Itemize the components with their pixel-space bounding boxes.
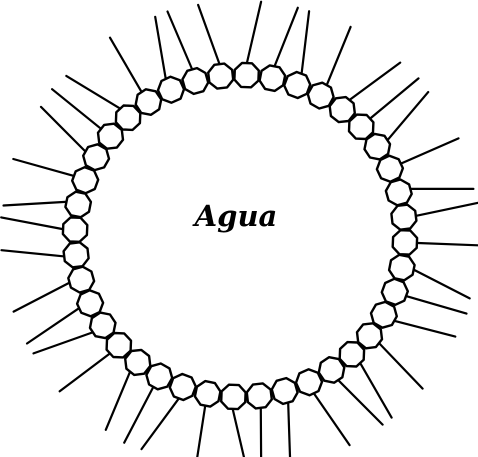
surfactant-molecule bbox=[124, 364, 172, 443]
polar-head bbox=[107, 333, 131, 357]
polar-head bbox=[116, 106, 140, 130]
surfactant-molecule bbox=[234, 2, 261, 88]
surfactant-molecule bbox=[155, 17, 184, 103]
hydrophobic-tail bbox=[124, 388, 153, 443]
polar-head bbox=[158, 77, 184, 103]
hydrophobic-tail bbox=[52, 89, 100, 128]
surfactant-molecule bbox=[284, 11, 310, 98]
surfactant-molecule bbox=[393, 230, 478, 254]
polar-head bbox=[234, 63, 258, 87]
hydrophobic-tail bbox=[247, 2, 261, 62]
hydrophobic-tail bbox=[196, 407, 206, 457]
hydrophobic-tail bbox=[339, 381, 383, 425]
polar-head bbox=[64, 242, 89, 267]
polar-head bbox=[182, 68, 208, 94]
surfactant-molecule bbox=[221, 385, 247, 457]
hydrophobic-tail bbox=[407, 296, 467, 313]
hydrophobic-tail bbox=[314, 394, 349, 445]
polar-head bbox=[319, 357, 345, 383]
hydrophobic-tail bbox=[275, 8, 298, 66]
hydrophobic-tail bbox=[2, 250, 64, 256]
surfactant-molecule bbox=[4, 192, 91, 218]
surfactant-molecule bbox=[296, 369, 350, 445]
polar-head bbox=[393, 230, 417, 254]
hydrophobic-tail bbox=[14, 283, 69, 312]
hydrophobic-tail bbox=[106, 373, 130, 430]
surfactant-molecule bbox=[34, 313, 116, 354]
polar-head bbox=[377, 156, 403, 182]
polar-head bbox=[170, 374, 196, 400]
surfactant-molecule bbox=[330, 63, 401, 123]
hydrophobic-tail bbox=[198, 5, 219, 63]
hydrophobic-tail bbox=[395, 321, 455, 337]
hydrophobic-tail bbox=[155, 17, 165, 78]
polar-head bbox=[208, 64, 233, 89]
hydrophobic-tail bbox=[27, 309, 78, 344]
surfactant-molecule bbox=[349, 78, 419, 139]
surfactant-molecule bbox=[2, 242, 89, 267]
surfactant-molecule bbox=[195, 381, 221, 457]
polar-head bbox=[77, 290, 103, 316]
hydrophobic-tail bbox=[302, 11, 309, 73]
hydrophobic-tail bbox=[4, 202, 66, 206]
surfactant-molecule bbox=[106, 350, 151, 430]
hydrophobic-tail bbox=[327, 27, 351, 84]
hydrophobic-tail bbox=[142, 399, 179, 449]
surfactant-molecule bbox=[386, 180, 474, 206]
hydrophobic-tail bbox=[41, 107, 85, 151]
polar-head bbox=[221, 385, 245, 409]
polar-head bbox=[272, 378, 298, 404]
hydrophobic-tail bbox=[168, 12, 192, 69]
hydrophobic-tail bbox=[402, 138, 459, 163]
hydrophobic-tail bbox=[60, 354, 109, 391]
polar-head bbox=[195, 381, 221, 407]
polar-head bbox=[389, 255, 415, 280]
core-label-agua: Agua bbox=[192, 199, 278, 233]
polar-head bbox=[68, 267, 94, 293]
surfactant-molecule bbox=[357, 323, 423, 388]
polar-head bbox=[391, 205, 416, 230]
hydrophobic-tail bbox=[34, 333, 92, 354]
polar-head bbox=[90, 313, 116, 339]
surfactant-molecule bbox=[110, 38, 161, 115]
hydrophobic-tail bbox=[110, 38, 141, 92]
surfactant-molecule bbox=[391, 203, 477, 230]
surfactant-molecule bbox=[60, 333, 131, 391]
polar-head bbox=[365, 134, 391, 160]
hydrophobic-tail bbox=[233, 410, 247, 457]
hydrophobic-tail bbox=[417, 203, 478, 216]
polar-head bbox=[296, 369, 322, 395]
polar-head bbox=[284, 72, 310, 98]
hydrophobic-tail bbox=[288, 404, 290, 457]
hydrophobic-tail bbox=[1, 217, 62, 229]
hydrophobic-tail bbox=[13, 159, 73, 176]
surfactant-molecule bbox=[1, 217, 87, 241]
hydrophobic-tail bbox=[350, 63, 400, 100]
surfactant-molecule bbox=[52, 89, 123, 149]
polar-head bbox=[386, 180, 412, 206]
surfactant-molecule bbox=[247, 383, 272, 457]
polar-head bbox=[63, 217, 87, 241]
polar-head bbox=[260, 65, 286, 91]
hydrophobic-tail bbox=[361, 364, 392, 418]
polar-head bbox=[247, 383, 272, 408]
surfactant-molecule bbox=[66, 76, 140, 130]
polar-head bbox=[340, 342, 364, 366]
polar-head bbox=[65, 192, 91, 218]
surfactant-molecule bbox=[272, 378, 298, 457]
hydrophobic-tail bbox=[418, 243, 478, 245]
hydrophobic-tail bbox=[380, 344, 423, 389]
polar-head bbox=[136, 89, 162, 115]
hydrophobic-tail bbox=[66, 76, 119, 108]
hydrophobic-tail bbox=[415, 270, 470, 298]
polar-head bbox=[349, 115, 373, 139]
